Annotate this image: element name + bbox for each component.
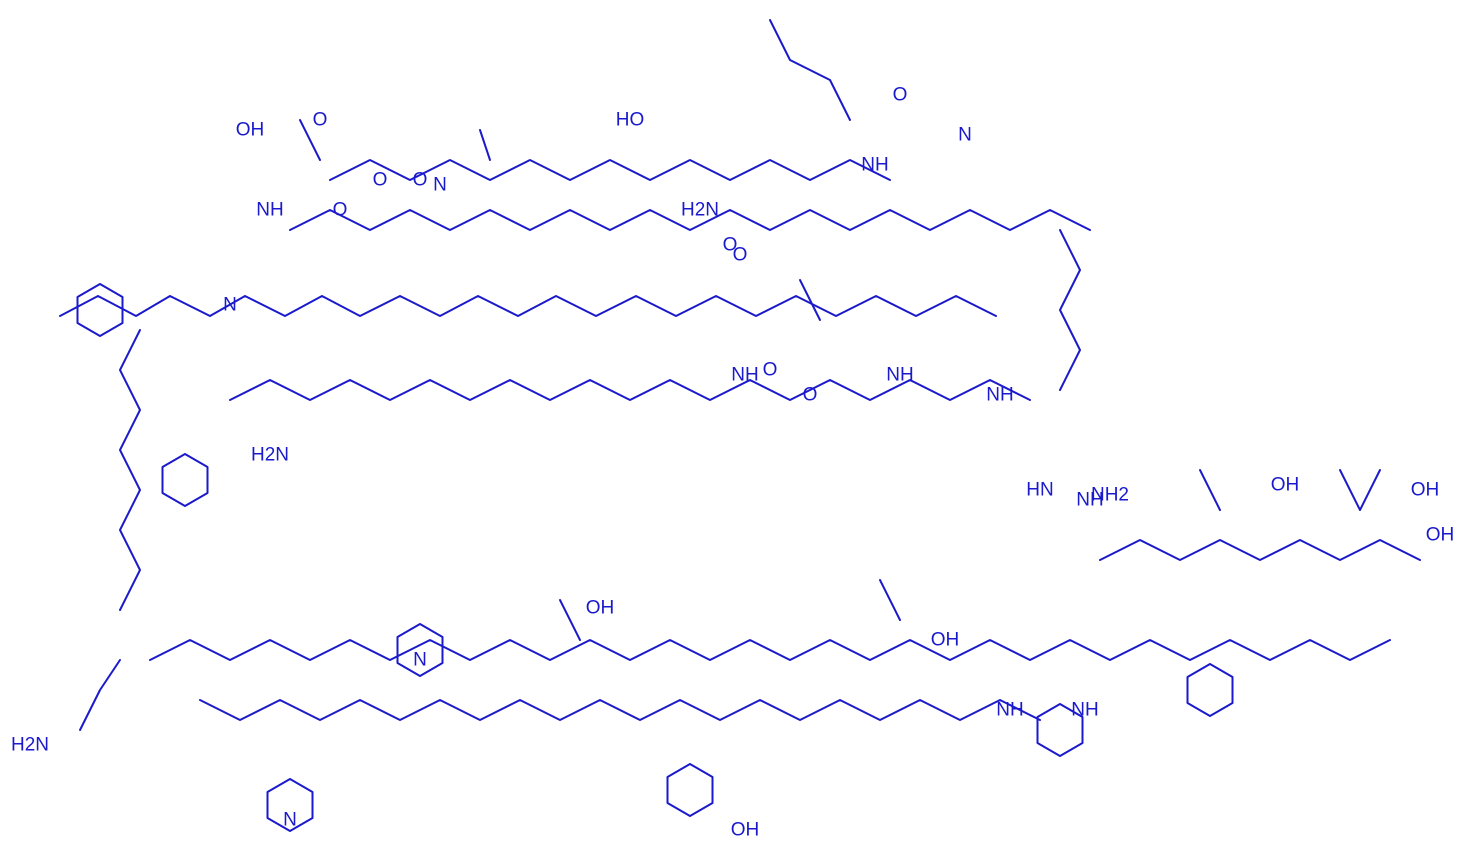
atom-label: N <box>958 125 972 146</box>
ring <box>266 778 314 832</box>
bond-path <box>199 699 1041 721</box>
atom-label: O <box>413 170 428 191</box>
atom-label: NH <box>731 365 758 386</box>
atom-label: OH <box>731 820 760 841</box>
atom-label: NH <box>256 200 283 221</box>
bond-path <box>799 279 821 321</box>
atom-label: N <box>413 650 427 671</box>
atom-label: NH <box>886 365 913 386</box>
ring <box>1036 703 1084 757</box>
atom-label: OH <box>1426 525 1455 546</box>
atom-label: HO <box>616 110 645 131</box>
bond-path <box>879 579 901 621</box>
ring <box>76 283 124 337</box>
atom-label: HN <box>1026 480 1053 501</box>
atom-label: O <box>763 360 778 381</box>
bond-path <box>79 659 121 731</box>
atom-label: O <box>313 110 328 131</box>
atom-label: H2N <box>251 445 289 466</box>
atom-label: OH <box>1271 475 1300 496</box>
ring <box>666 763 714 817</box>
bond-path <box>1339 469 1381 511</box>
bond-path <box>299 119 321 161</box>
atom-label: NH2 <box>1091 485 1129 506</box>
bond-path <box>329 159 891 181</box>
atom-label: H2N <box>11 735 49 756</box>
bond-path <box>1099 539 1421 561</box>
bond-path <box>59 295 997 317</box>
ring <box>161 453 209 507</box>
bond-path <box>229 379 1031 401</box>
atom-label: O <box>333 200 348 221</box>
atom-label: O <box>893 85 908 106</box>
atom-label: NH <box>1076 490 1103 511</box>
atom-label: NH <box>996 700 1023 721</box>
atom-label: NH <box>1071 700 1098 721</box>
atom-label: NH <box>986 385 1013 406</box>
atom-label: O <box>723 235 738 256</box>
bond-path <box>479 129 491 161</box>
atom-label: NH <box>861 155 888 176</box>
atom-label: OH <box>931 630 960 651</box>
ring <box>396 623 444 677</box>
atom-label: N <box>433 175 447 196</box>
atom-label: O <box>733 245 748 266</box>
ring <box>1186 663 1234 717</box>
atom-label: OH <box>236 120 265 141</box>
bond-path <box>769 19 851 121</box>
atom-label: O <box>803 385 818 406</box>
atom-label: O <box>373 170 388 191</box>
bond-path <box>559 599 581 641</box>
bond-path <box>149 639 1391 661</box>
atom-label: OH <box>1411 480 1440 501</box>
atom-label: H2N <box>681 200 719 221</box>
bond-path <box>289 209 1091 231</box>
bond-path <box>1199 469 1221 511</box>
atom-label: N <box>223 295 237 316</box>
bond-path <box>1059 229 1081 391</box>
atom-label: N <box>283 810 297 831</box>
atom-label: OH <box>586 598 615 619</box>
bond-path <box>119 329 141 611</box>
